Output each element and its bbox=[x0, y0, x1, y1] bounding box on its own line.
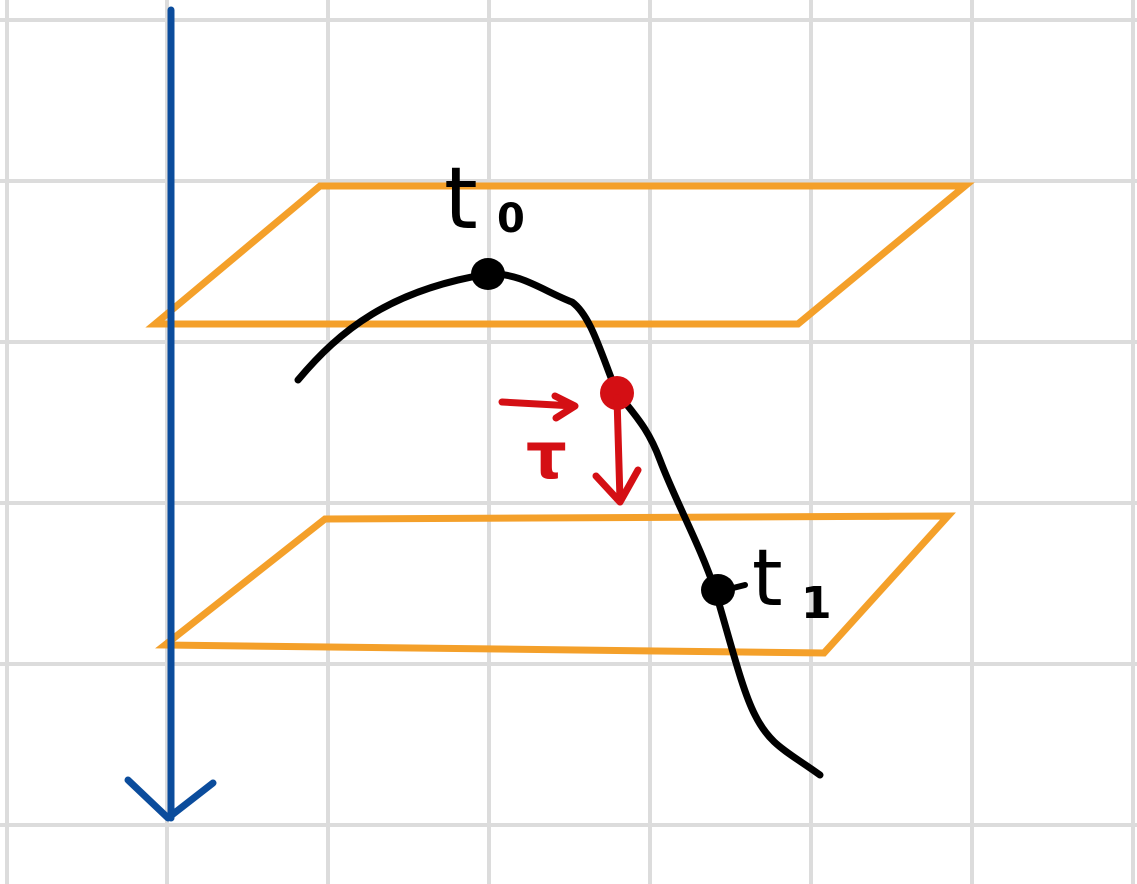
vector-origin-point bbox=[600, 376, 634, 410]
upper-plane bbox=[145, 182, 975, 328]
tau-label: τ bbox=[498, 392, 579, 494]
label-t0-sub: 0 bbox=[497, 196, 525, 242]
vertical-axis bbox=[124, 6, 217, 822]
arrow-down-icon bbox=[124, 776, 217, 822]
point-t0 bbox=[471, 258, 505, 290]
tau-vector-arrow-icon bbox=[498, 392, 579, 422]
trajectory-curve bbox=[294, 270, 824, 779]
label-t1-sub: 1 bbox=[801, 578, 832, 629]
vector-shaft bbox=[613, 394, 624, 504]
label-t0: t 0 bbox=[444, 149, 525, 249]
point-t1 bbox=[701, 574, 735, 606]
label-t0-main: t bbox=[444, 149, 478, 249]
label-t1: t 1 bbox=[752, 534, 832, 629]
label-t1-main: t bbox=[752, 534, 783, 624]
tau-text: τ bbox=[526, 420, 567, 494]
lower-plane bbox=[155, 512, 956, 657]
point-t1-tail bbox=[730, 582, 748, 591]
tangent-vector bbox=[592, 376, 642, 506]
arrow-down-icon bbox=[592, 466, 642, 506]
